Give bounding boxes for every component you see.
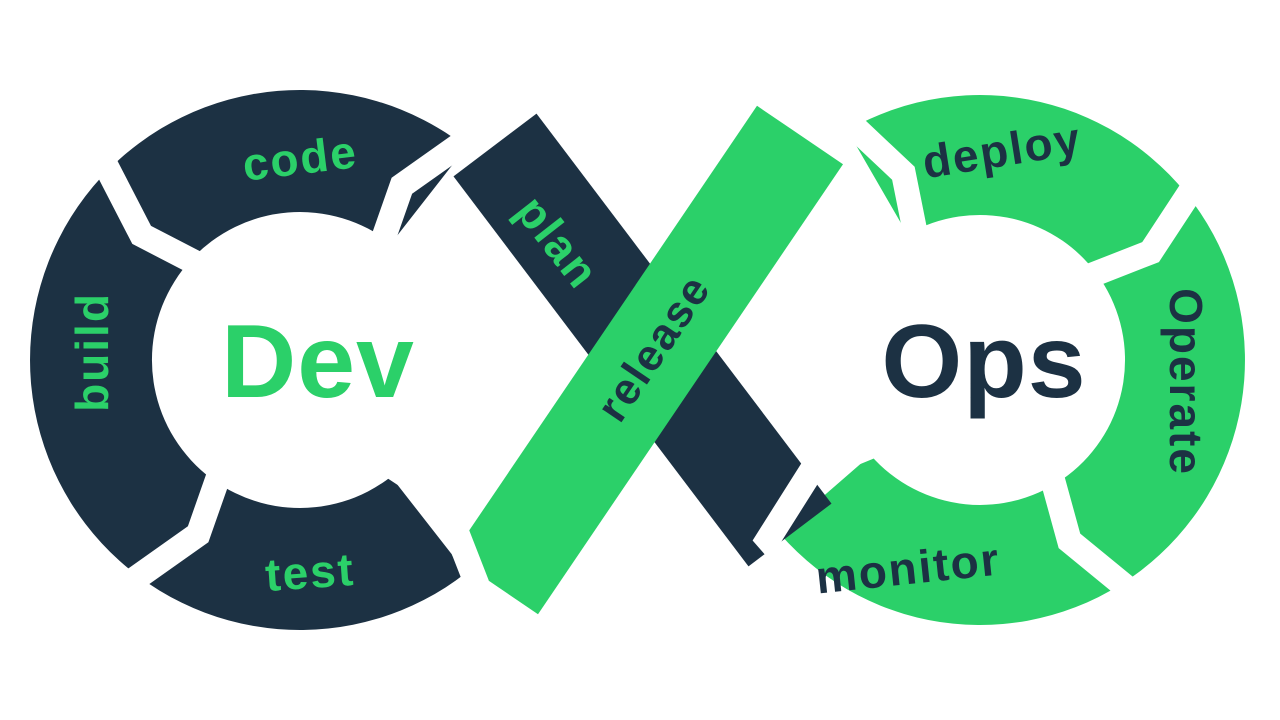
release-crossover-band: [452, 105, 843, 615]
arrow-notch-build-code: [89, 142, 226, 283]
stage-label-operate: Operate: [1160, 288, 1212, 476]
arrow-notch-release-deploy: [823, 102, 932, 263]
stage-label-test: test: [263, 543, 356, 601]
dev-title: Dev: [221, 304, 415, 420]
stage-label-build: build: [66, 292, 118, 412]
ops-loop-ring: [780, 95, 1245, 626]
arrow-notch-operate-monitor: [1036, 452, 1153, 608]
arrow-notch-monitor-plan: [752, 428, 898, 561]
arrow-notch-test-build: [111, 446, 237, 597]
arrow-notch-release-test: [363, 446, 489, 597]
ops-title: Ops: [881, 304, 1086, 420]
arrow-notch-code-plan: [363, 123, 489, 274]
arrow-notch-deploy-operate: [1063, 163, 1211, 293]
